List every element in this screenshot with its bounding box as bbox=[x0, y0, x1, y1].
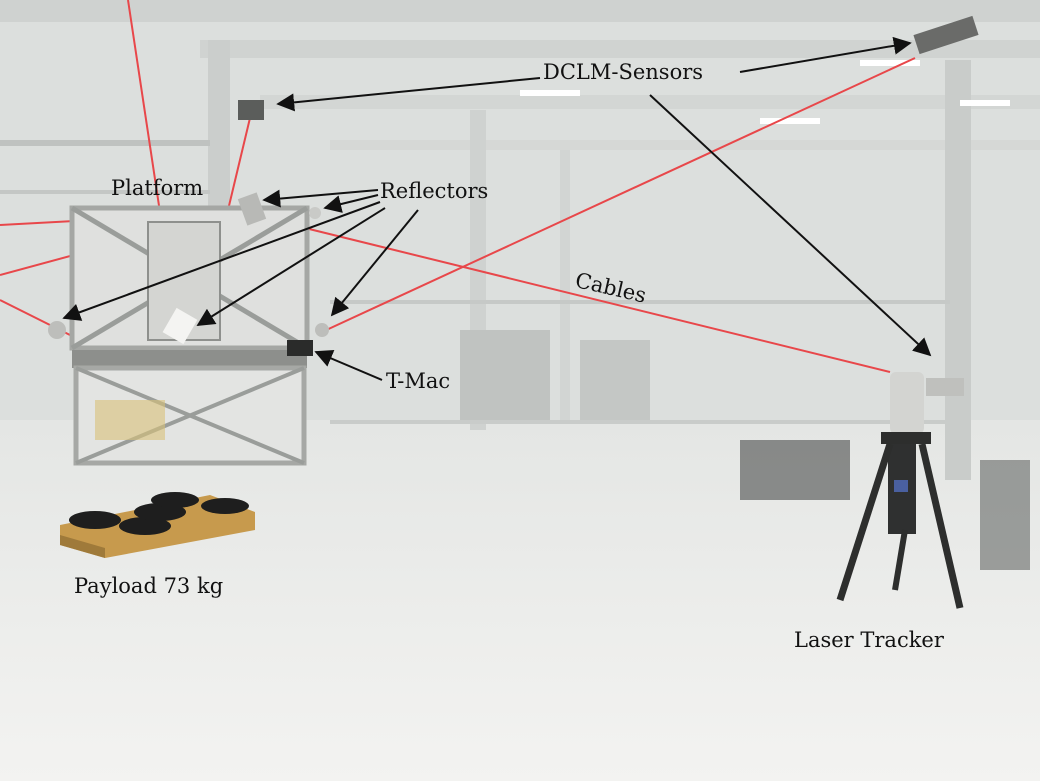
laser-tracker-label: Laser Tracker bbox=[794, 628, 944, 652]
t-mac-label: T-Mac bbox=[386, 369, 451, 393]
laser-tracker-device bbox=[836, 372, 964, 609]
dclm-sensor-devices bbox=[238, 15, 979, 120]
reflectors-label: Reflectors bbox=[380, 179, 489, 203]
cable-robot-platform bbox=[69, 205, 310, 466]
platform-label: Platform bbox=[111, 176, 204, 200]
annotation-arrows bbox=[62, 36, 932, 381]
payload-label: Payload 73 kg bbox=[74, 574, 224, 598]
reflector-markers bbox=[48, 192, 329, 345]
t-mac-device bbox=[287, 340, 313, 356]
payload-pallet bbox=[60, 492, 255, 558]
dclm-sensors-label: DCLM-Sensors bbox=[543, 60, 704, 84]
